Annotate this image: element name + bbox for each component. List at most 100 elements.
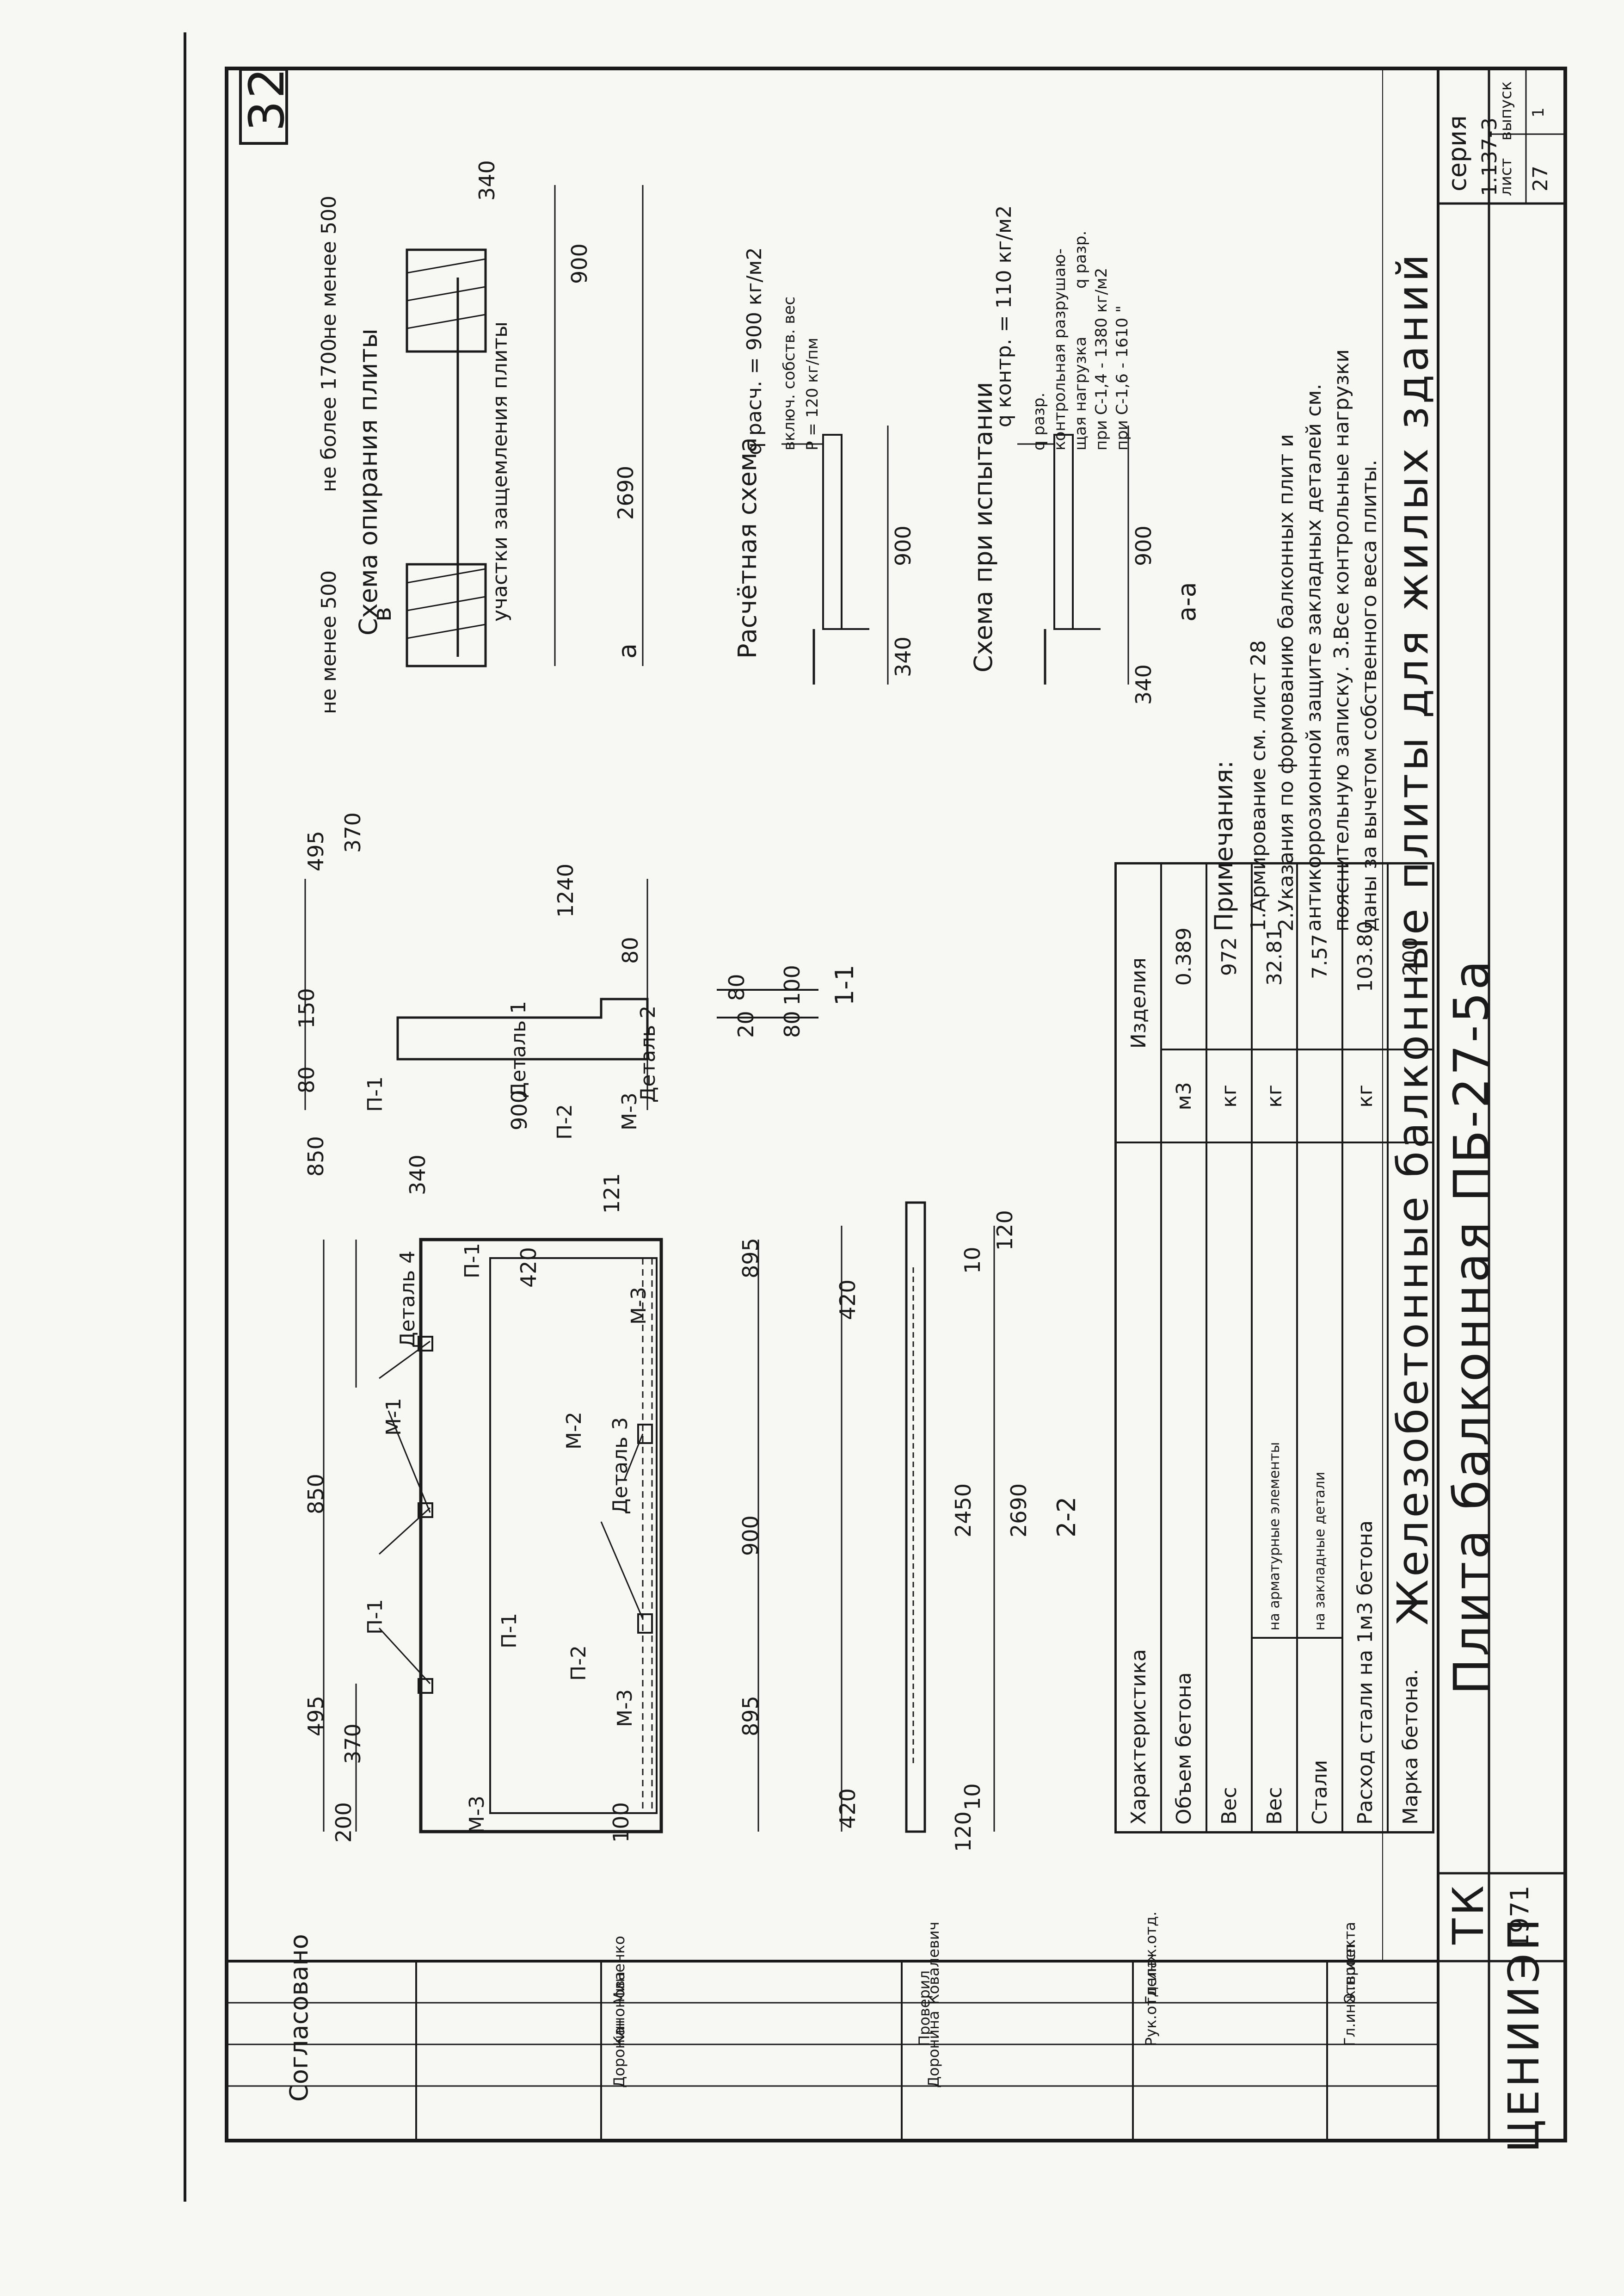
s22-dim-420-b: 420 bbox=[835, 1788, 860, 1829]
s11-dim-80-b: 80 bbox=[618, 937, 643, 964]
calc-scheme-title: Расчётная схема bbox=[733, 437, 762, 659]
plan-slab-inner bbox=[489, 1257, 658, 1814]
support-note: участки защемления плиты bbox=[488, 321, 512, 622]
plan-dim-895-a: 895 bbox=[738, 1696, 763, 1736]
s22-dim-2690: 2690 bbox=[1006, 1483, 1031, 1537]
sheet-number: 32 bbox=[239, 65, 295, 131]
plan-dim-200: 200 bbox=[331, 1802, 356, 1843]
calc-p: P = 120 кг/пм bbox=[803, 337, 822, 451]
plan-label-detail3: Деталь 3 bbox=[609, 1417, 632, 1514]
tb-name-3: Ковалевич bbox=[925, 1921, 942, 2005]
logo: ЦЕНИИЭП bbox=[1499, 1916, 1549, 2153]
s11-detail-1: Деталь 1 bbox=[507, 1000, 530, 1098]
plan-dim-340: 340 bbox=[405, 1154, 430, 1195]
test-q-razr: q разр. bbox=[1030, 392, 1048, 451]
note-3a: пояснительную записку. 3.Все контрольные… bbox=[1330, 349, 1353, 932]
test-load: q контр. = 110 кг/м2 bbox=[992, 205, 1016, 427]
plan-dim-121: 121 bbox=[599, 1173, 624, 1214]
table-row: Объем бетона м3 0.389 bbox=[1161, 863, 1206, 1833]
table-row: Стали на закладные детали 7.57 bbox=[1297, 863, 1342, 1833]
support-min-left: не менее 500 bbox=[317, 570, 341, 714]
s11-dim-80-d: 80 bbox=[780, 1011, 805, 1038]
s11-dim-20: 20 bbox=[733, 1011, 758, 1038]
issue-label: выпуск bbox=[1497, 81, 1515, 141]
s22-dim-10-a: 10 bbox=[960, 1783, 985, 1810]
support-scheme-title: Схема опирания плиты bbox=[354, 328, 383, 636]
s11-dim-80-c: 80 bbox=[724, 974, 749, 1001]
test-ctrl2: щая нагрузка bbox=[1071, 336, 1090, 451]
plan-dim-895-b: 895 bbox=[738, 1238, 763, 1278]
tb-row-2: Гл.инж.отд. bbox=[1142, 1911, 1160, 2005]
sheet-value: 27 bbox=[1529, 166, 1552, 191]
test-section: а-а bbox=[1172, 582, 1201, 622]
spec-h-char: Характеристика bbox=[1115, 1142, 1161, 1833]
section-1-1-label: 1-1 bbox=[830, 964, 859, 1006]
calc-dim-900: 900 bbox=[891, 525, 916, 566]
plan-label-m3-a: М-3 bbox=[465, 1796, 489, 1833]
spec-table-header: Характеристика Изделия bbox=[1115, 863, 1161, 1833]
test-scheme-graphic bbox=[1017, 426, 1129, 685]
tb-name-2: Доронина bbox=[925, 2011, 942, 2088]
title-sub: Плита балконная ПБ-27-5а bbox=[1443, 958, 1500, 1695]
plan-dim-370-a: 370 bbox=[340, 1723, 365, 1764]
plan-slab-outline bbox=[419, 1238, 663, 1833]
s11-detail-2: Деталь 2 bbox=[636, 1005, 660, 1103]
plan-dim-850-a: 850 bbox=[303, 1474, 328, 1514]
table-row: Вес кг 972 bbox=[1206, 863, 1252, 1833]
calc-dim-340: 340 bbox=[891, 636, 916, 677]
s22-dim-120-b: 120 bbox=[992, 1210, 1017, 1251]
tb-name-4: Миненко bbox=[610, 1936, 628, 2005]
spec-table: Характеристика Изделия Объем бетона м3 0… bbox=[1114, 862, 1434, 1833]
note-3b: даны за вычетом собственного веса плиты. bbox=[1358, 459, 1381, 932]
test-c16: при С-1,6 - 1610 " bbox=[1113, 305, 1132, 451]
plan-dim-420: 420 bbox=[516, 1247, 541, 1288]
table-row: Расход стали на 1м3 бетона кг 103.80 bbox=[1342, 863, 1388, 1833]
table-row: Вес на арматурные элементы кг 32.81 bbox=[1252, 863, 1297, 1833]
test-q-razr2: q разр. bbox=[1071, 230, 1090, 289]
agreed-label: Согласовано bbox=[284, 1934, 314, 2102]
plan-label-m3-b: М-3 bbox=[613, 1689, 637, 1727]
s22-dim-2450: 2450 bbox=[951, 1483, 976, 1537]
test-dim-900: 900 bbox=[1131, 525, 1156, 566]
sheet-label: лист bbox=[1497, 158, 1515, 196]
calc-scheme-graphic bbox=[781, 426, 889, 685]
plan-dim-370-b: 370 bbox=[340, 812, 365, 853]
support-label-b: в bbox=[368, 607, 397, 622]
sheet-frame bbox=[225, 67, 1567, 2142]
support-dim-2690: 2690 bbox=[613, 465, 638, 520]
plan-label-m3-d: М-3 bbox=[627, 1287, 651, 1325]
support-label-a: а bbox=[613, 643, 642, 659]
tk-label: ТК bbox=[1444, 1882, 1493, 1944]
series-label: серия bbox=[1443, 115, 1472, 191]
tb-name-5: Доронин bbox=[610, 2019, 628, 2088]
plan-label-p1-c: П-1 bbox=[498, 1613, 521, 1648]
plan-label-p2-a: П-2 bbox=[553, 1104, 577, 1140]
section-2-2-outline bbox=[905, 1201, 926, 1833]
plan-dim-900: 900 bbox=[738, 1515, 763, 1556]
plan-dim-495-b: 495 bbox=[303, 831, 328, 871]
support-dim-900: 900 bbox=[567, 243, 592, 284]
s11-dim-100: 100 bbox=[780, 965, 805, 1006]
calc-load: q расч. = 900 кг/м2 bbox=[743, 247, 766, 456]
calc-incl: включ. собств. вес bbox=[780, 296, 799, 451]
section-2-2-label: 2-2 bbox=[1052, 1496, 1081, 1537]
plan-label-p1-a: П-1 bbox=[363, 1599, 387, 1635]
issue-value: 1 bbox=[1529, 107, 1548, 117]
note-2a: 2.Указания по формованию балконных плит … bbox=[1274, 434, 1298, 932]
support-dim-340: 340 bbox=[474, 160, 499, 201]
plan-label-detail4: Деталь 4 bbox=[396, 1250, 419, 1348]
s22-dim-120-a: 120 bbox=[951, 1811, 976, 1852]
s11-dim-1240: 1240 bbox=[553, 863, 578, 918]
s22-dim-420-a: 420 bbox=[835, 1279, 860, 1320]
table-row: Марка бетона. 200 bbox=[1388, 863, 1433, 1833]
plan-label-m1: М-1 bbox=[382, 1398, 406, 1436]
test-dim-340: 340 bbox=[1131, 664, 1156, 705]
section-1-1-outline bbox=[396, 998, 649, 1061]
support-min-right: не менее 500 bbox=[317, 196, 341, 339]
sheet-number-box bbox=[239, 68, 288, 145]
s11-dim-80-a: 80 bbox=[294, 1066, 319, 1093]
plan-label-p2-b: П-2 bbox=[567, 1645, 591, 1681]
support-max-mid: не более 1700 bbox=[317, 338, 341, 492]
